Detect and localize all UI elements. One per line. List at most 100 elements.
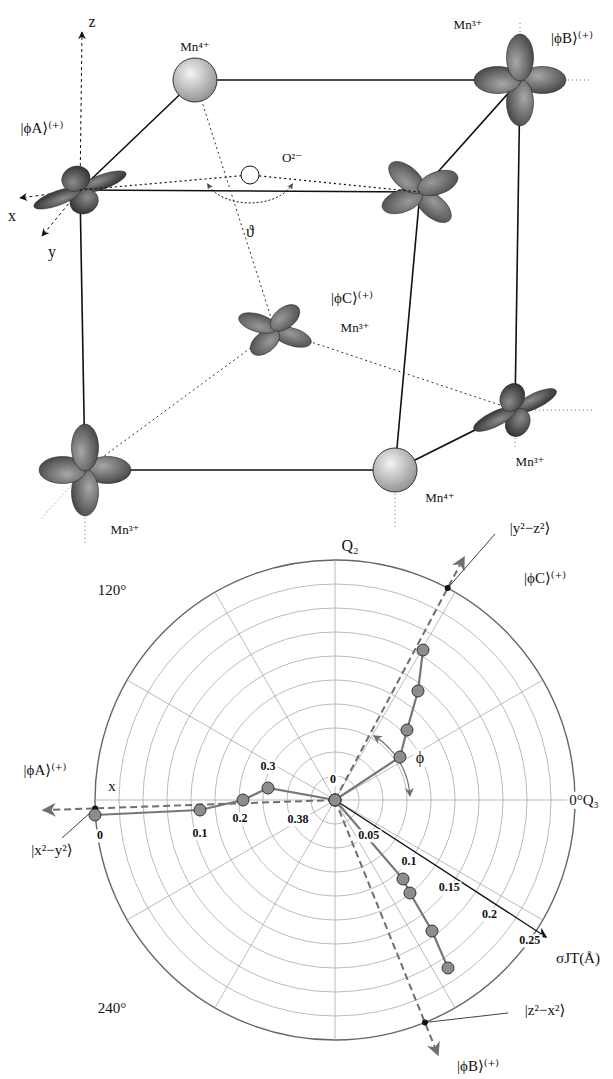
plot-label: |y²−z²⟩	[508, 520, 552, 537]
tick-label: 0.25	[517, 934, 542, 947]
data-point	[397, 873, 409, 885]
plot-label: 0.38	[286, 813, 311, 826]
cube-edge	[80, 190, 420, 192]
grid-spoke	[335, 560, 336, 800]
axis-label: y	[48, 243, 56, 261]
tick-label: 0.1	[399, 856, 418, 869]
leader-line	[425, 1013, 508, 1023]
cube-edge	[195, 79, 520, 81]
polar-plot	[43, 534, 575, 1055]
data-point	[401, 724, 413, 736]
orbital-lobe	[72, 424, 99, 471]
data-point	[404, 887, 416, 899]
grid-spoke	[335, 800, 336, 1040]
data-point	[394, 751, 406, 763]
grid-spoke	[215, 592, 335, 800]
cube-edge	[395, 192, 420, 470]
orbital-lobe	[497, 379, 527, 416]
ion-label: Mn⁴⁺	[425, 491, 454, 505]
grid-spoke	[335, 800, 543, 920]
data-point	[262, 782, 274, 794]
orbital	[39, 424, 131, 516]
orbital-lobe	[411, 165, 464, 201]
data-point	[442, 962, 454, 974]
plot-label: 0.2	[231, 812, 250, 825]
data-point	[417, 644, 429, 656]
phi-arc	[374, 736, 410, 796]
grid-spoke	[127, 800, 335, 920]
plot-label: |ϕA⟩⁽⁺⁾	[22, 762, 69, 779]
orbital	[219, 291, 330, 369]
orbital	[468, 366, 562, 455]
cube-edge	[80, 80, 195, 190]
data-point	[194, 804, 206, 816]
plot-label: σJT(Å)	[554, 950, 602, 967]
orbital-direction	[335, 557, 464, 800]
plot-label: 120°	[98, 582, 127, 599]
ion-label: Mn³⁺	[341, 321, 370, 335]
orbital-lobe	[58, 162, 94, 195]
plot-label: 0.3	[259, 760, 278, 773]
mn4-ion	[373, 448, 417, 492]
orbital-label: |ϕC⟩⁽⁺⁾	[331, 290, 373, 307]
plot-label: 0	[95, 829, 105, 842]
ion-label: Mn³⁺	[516, 455, 545, 469]
grid-spoke	[335, 592, 455, 800]
angle-label: ϑ	[246, 223, 254, 241]
data-line	[95, 788, 335, 815]
data-point	[89, 809, 101, 821]
ion-label: Mn⁴⁺	[180, 40, 209, 54]
plot-label: 240°	[98, 1000, 127, 1017]
orbital-lobe	[264, 301, 306, 335]
grid-spoke	[335, 800, 575, 801]
hidden-edge	[195, 80, 275, 330]
plot-label: |z²−x²⟩	[523, 1002, 567, 1019]
orbital-direction	[43, 800, 335, 810]
plot-label: |x²−y²⟩	[29, 842, 74, 859]
orbital-direction	[335, 800, 438, 1055]
plot-label: Q₂	[341, 537, 358, 555]
mn4-ion	[173, 58, 217, 102]
plot-label: 0°Q₃	[567, 792, 601, 809]
sigma-axis	[335, 800, 546, 937]
hidden-edge	[85, 330, 275, 470]
plot-label: 0	[328, 773, 338, 786]
plot-label: 0.1	[191, 827, 210, 840]
data-point	[329, 794, 341, 806]
grid-spoke	[127, 680, 335, 800]
data-point	[329, 794, 341, 806]
grid-ring	[95, 560, 575, 1040]
cube-illustration	[20, 20, 595, 545]
cube-edge	[515, 80, 520, 410]
ion-label: O²⁻	[282, 151, 302, 165]
grid-spoke	[335, 800, 455, 1008]
orbital	[474, 34, 566, 126]
plot-label: x	[106, 778, 118, 795]
ion-label: Mn³⁺	[111, 523, 140, 537]
orbital-label: |ϕB⟩⁽⁺⁾	[551, 30, 593, 47]
grid-spoke	[215, 800, 335, 1008]
cube-edge	[85, 469, 395, 471]
data-point	[329, 794, 341, 806]
orbital-label: |ϕA⟩⁽⁺⁾	[21, 120, 64, 137]
plot-label: |ϕC⟩⁽⁺⁾	[522, 570, 568, 587]
ion-label: Mn³⁺	[454, 18, 483, 32]
data-point	[237, 794, 249, 806]
data-point	[412, 685, 424, 697]
angle-arc	[207, 184, 292, 203]
leader-line	[448, 534, 495, 588]
orbital-lobe	[507, 34, 534, 81]
oxygen-ion	[241, 166, 259, 184]
tick-label: 0.05	[356, 830, 381, 843]
plot-label: ϕ	[414, 749, 426, 767]
axis-label: x	[8, 207, 16, 225]
data-line	[335, 800, 448, 968]
data-point	[426, 925, 438, 937]
axis-label: z	[88, 13, 95, 31]
plot-label: |ϕB⟩⁽⁺⁾	[455, 1058, 501, 1075]
data-line	[335, 650, 423, 800]
tick-label: 0.2	[480, 908, 499, 921]
